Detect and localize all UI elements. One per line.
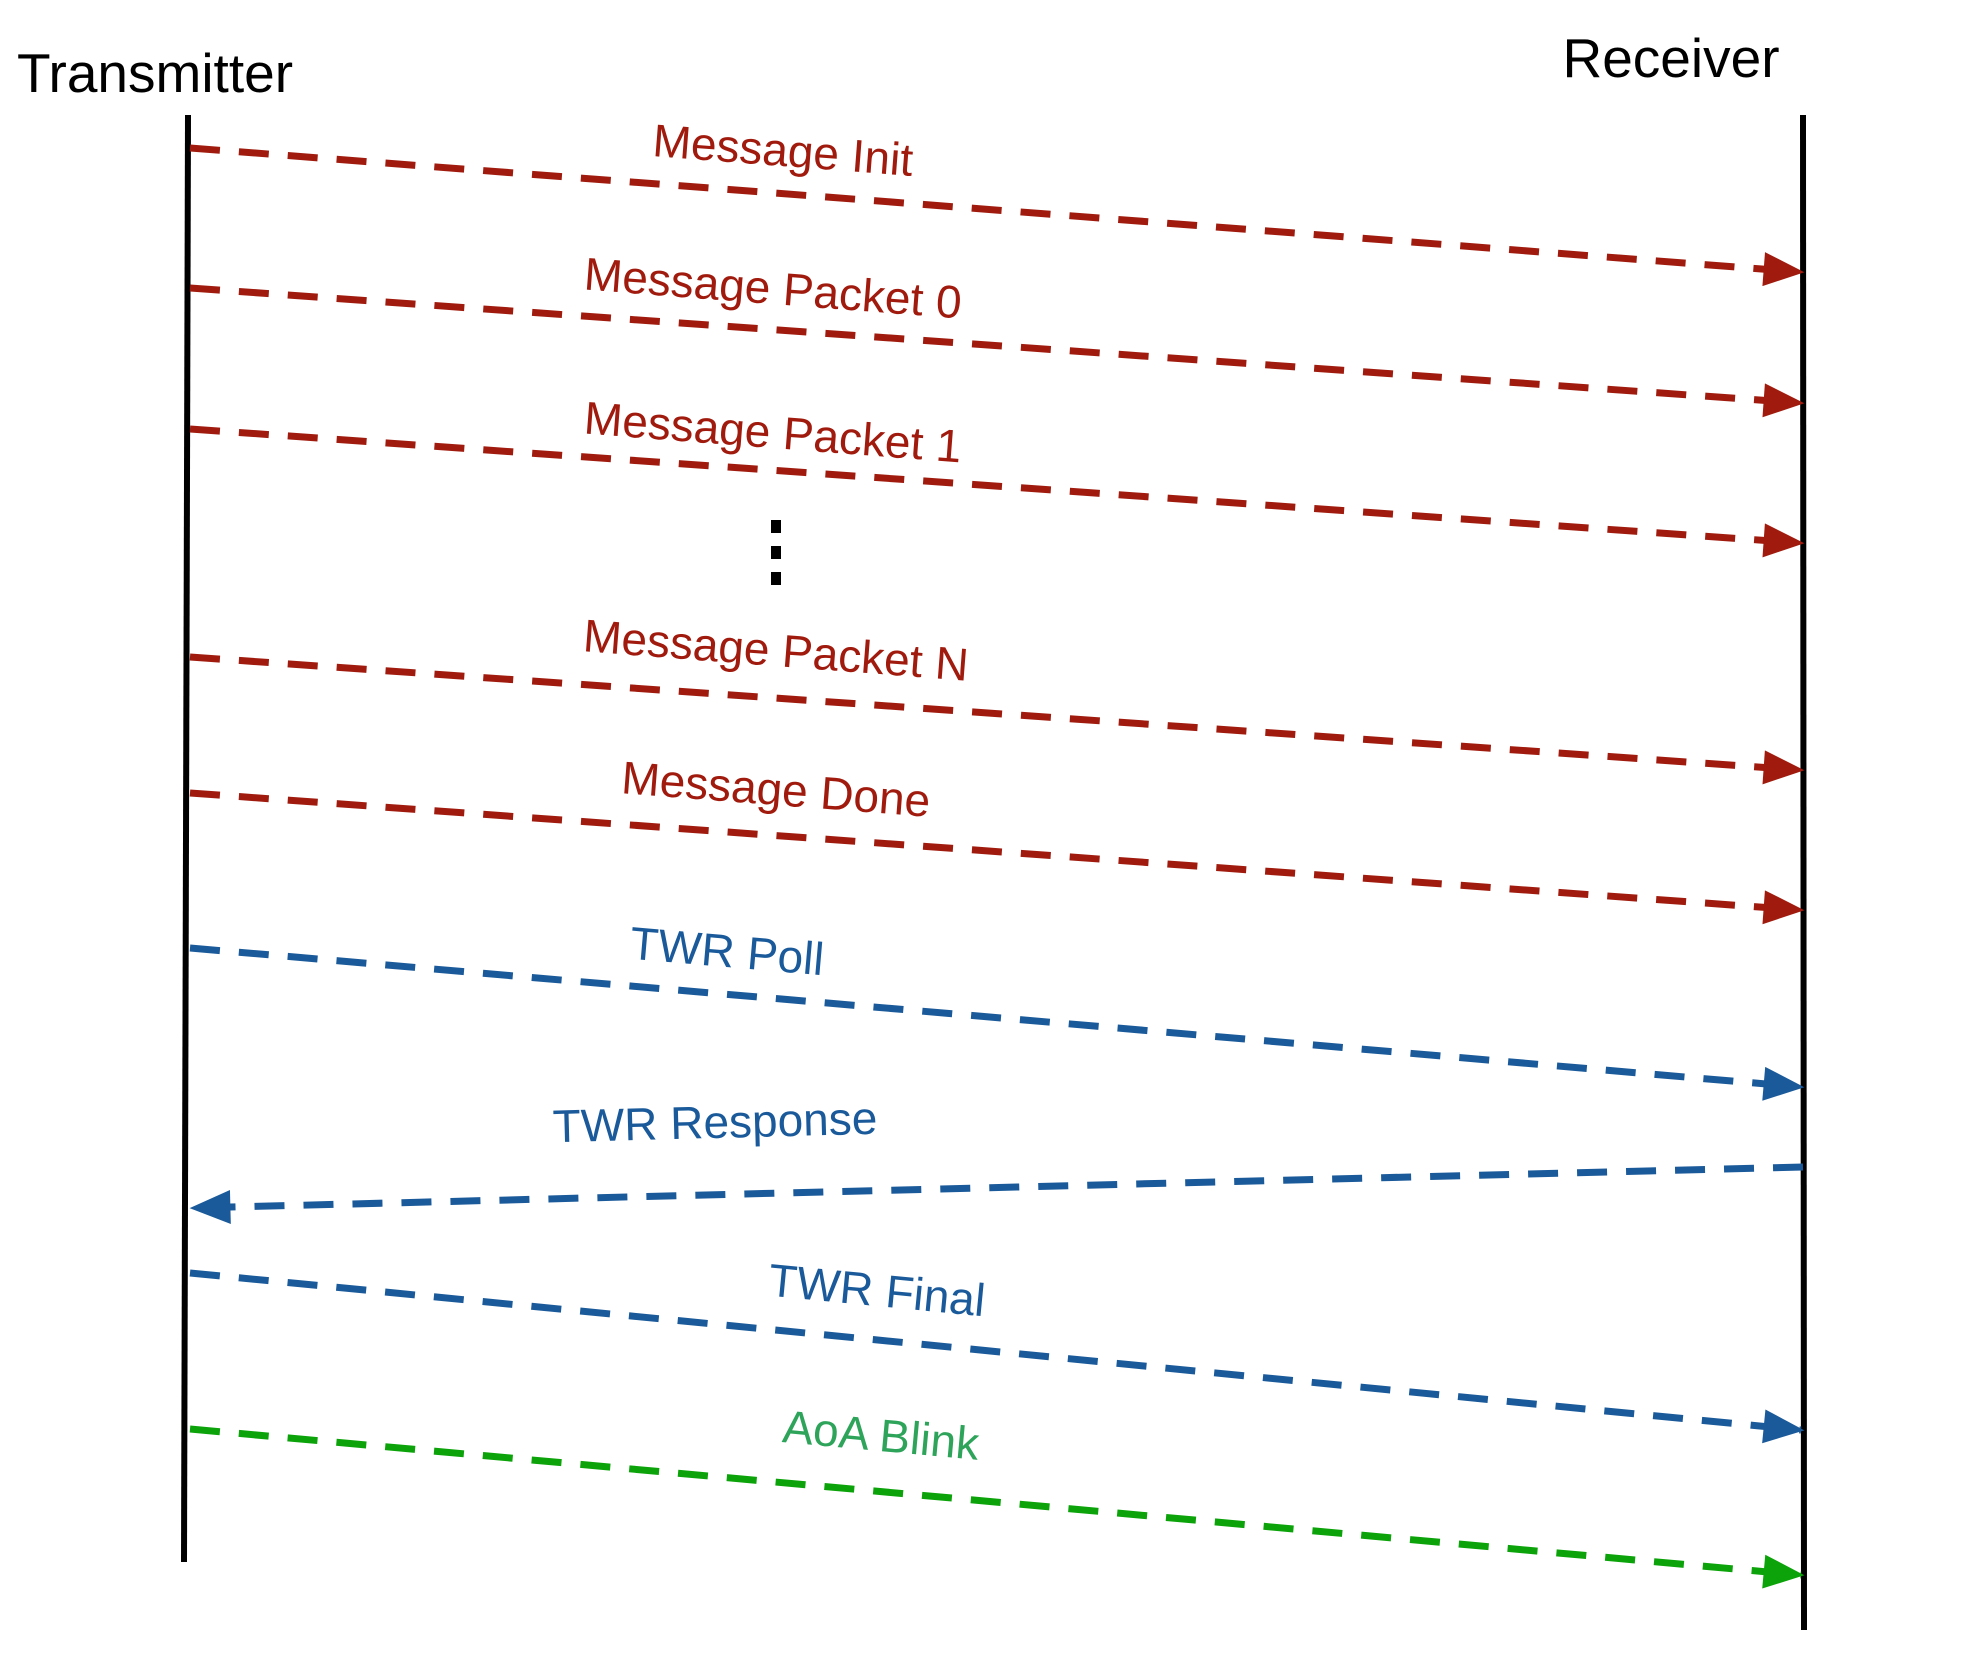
ellipsis-dots [771,520,781,585]
participant-title-receiver: Receiver [1562,27,1780,89]
transmitter-lifeline [181,114,191,1563]
arrow-message-packet-n [189,653,1805,785]
arrow-message-done [189,789,1805,925]
arrow-message-packet-0 [189,284,1805,418]
arrow-message-init [189,144,1805,287]
arrow-aoa-blink [189,1425,1805,1589]
arrow-twr-poll [189,944,1805,1101]
participant-title-transmitter: Transmitter [16,42,294,104]
arrow-twr-final [189,1269,1805,1444]
receiver-lifeline [1800,114,1807,1631]
message-label-twr-response: TWR Response [552,1091,878,1153]
arrow-message-packet-1 [189,425,1805,558]
arrow-twr-response [189,1163,1804,1225]
